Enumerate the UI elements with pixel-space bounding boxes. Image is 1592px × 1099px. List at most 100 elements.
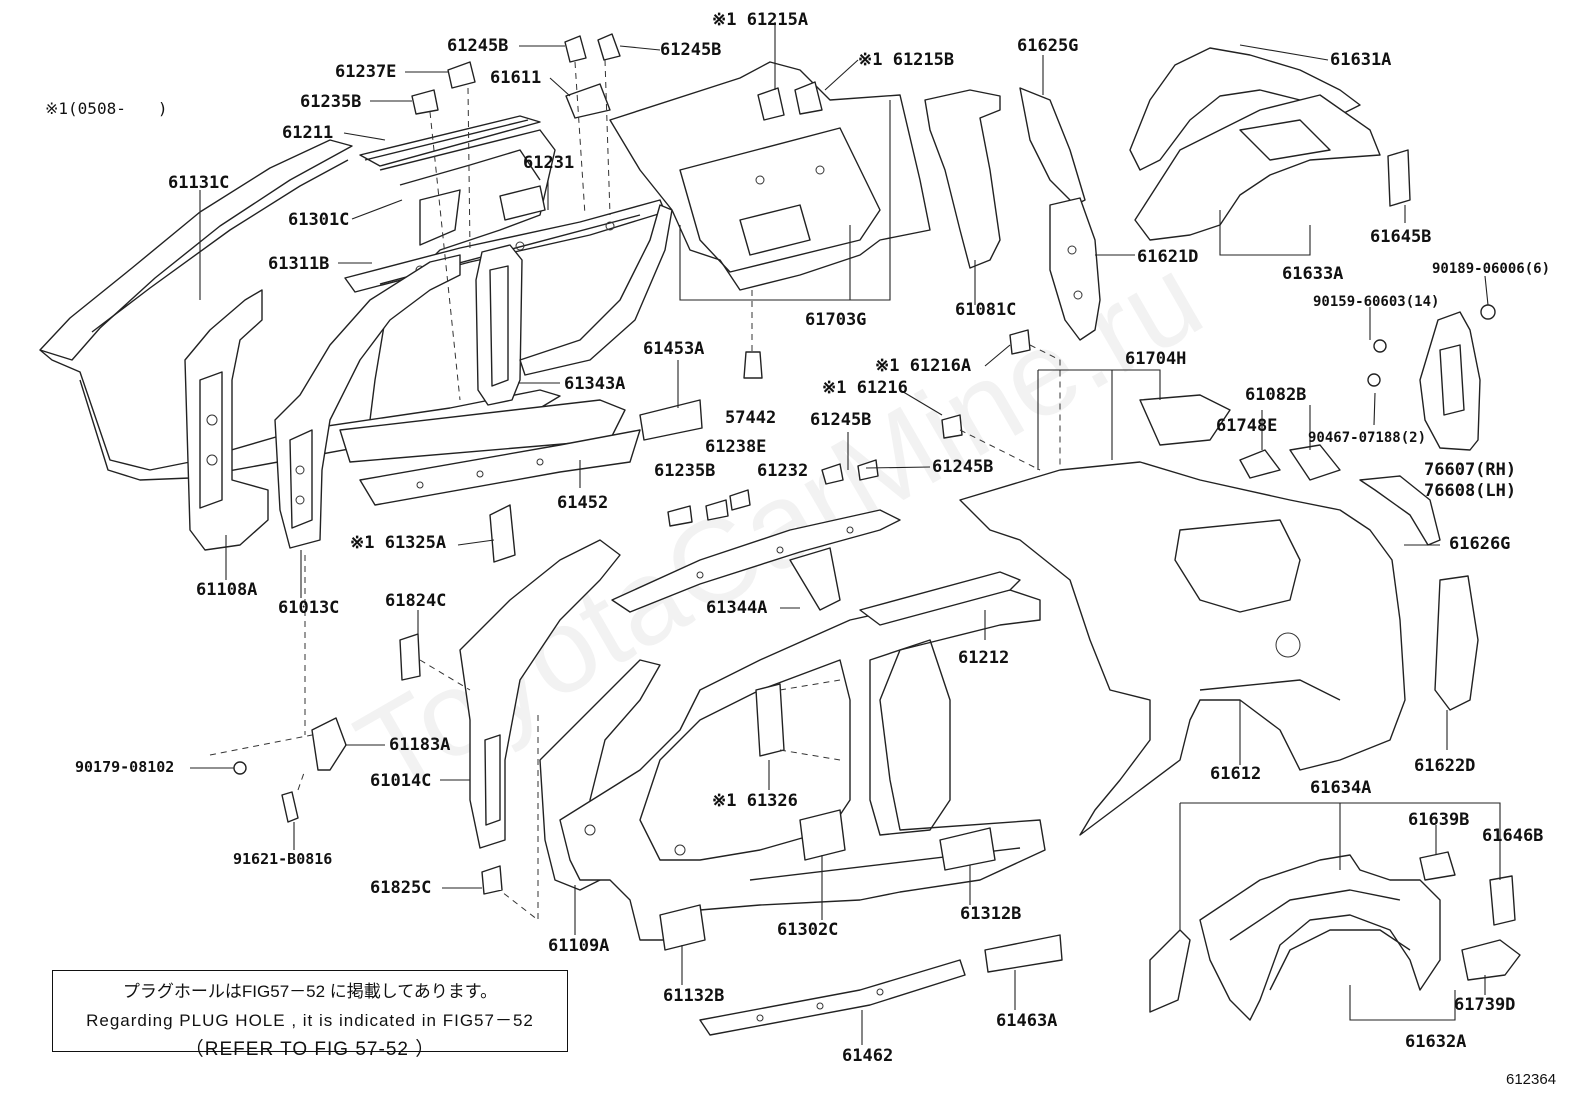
label-61215A: ※1 61215A	[712, 10, 809, 30]
label-61626G: 61626G	[1449, 534, 1511, 554]
clips-61235B-61238E	[667, 489, 751, 527]
label-90189-06006: 90189-06006(6)	[1432, 261, 1551, 277]
clip-61215A	[757, 87, 785, 121]
label-91621-B0816: 91621-B0816	[233, 850, 333, 868]
label-61231: 61231	[523, 153, 575, 173]
part-61739D	[1461, 939, 1521, 981]
part-61183A-bracket	[233, 717, 347, 823]
label-61463A: 61463A	[996, 1011, 1058, 1031]
part-61082B	[1289, 444, 1341, 481]
clip-61245B-a	[564, 35, 587, 63]
part-61014C-front-pillar-lower-inner	[459, 539, 621, 849]
label-61132B: 61132B	[663, 986, 725, 1006]
part-61611-side-outer	[559, 589, 1046, 941]
part-61634A-left-bracket	[1149, 929, 1191, 1013]
label-61326: ※1 61326	[712, 791, 798, 811]
label-61634A: 61634A	[1310, 778, 1372, 798]
label-90179-08102: 90179-08102	[75, 758, 175, 776]
label-61082B: 61082B	[1245, 385, 1307, 405]
part-61645B-bracket	[1387, 149, 1411, 207]
part-mudguard-76607	[1367, 304, 1496, 451]
label-61453A: 61453A	[643, 339, 705, 359]
part-61452-rocker-inner	[339, 399, 641, 506]
label-61639B: 61639B	[1408, 810, 1470, 830]
part-61326-bracket	[755, 683, 785, 757]
part-61302C-pillar	[799, 809, 846, 861]
part-61211-roof-rail	[359, 115, 541, 167]
label-90159-60603: 90159-60603(14)	[1313, 294, 1440, 310]
label-61343A: 61343A	[564, 374, 626, 394]
part-61632A	[1269, 929, 1411, 991]
label-61245B: 61245B	[932, 457, 994, 477]
part-61621D-rear-panel	[1049, 197, 1101, 341]
label-61081C: 61081C	[955, 300, 1017, 320]
label-61824C: 61824C	[385, 591, 447, 611]
label-61245B: 61245B	[447, 36, 509, 56]
label-61183A: 61183A	[389, 735, 451, 755]
label-61013C: 61013C	[278, 598, 340, 618]
part-61131C-roof-side-rail	[39, 139, 561, 481]
label-57442: 57442	[725, 408, 777, 428]
label-61622D: 61622D	[1414, 756, 1476, 776]
label-61109A: 61109A	[548, 936, 610, 956]
label-90467-07188: 90467-07188(2)	[1308, 430, 1427, 446]
label-61131C: 61131C	[168, 173, 230, 193]
part-61013C-front-pillar-upper	[274, 254, 461, 549]
label-61302C: 61302C	[777, 920, 839, 940]
part-61081C-rear-pillar	[924, 89, 1001, 269]
label-61108A: 61108A	[196, 580, 258, 600]
label-61646B: 61646B	[1482, 826, 1544, 846]
part-61633A-wheelhouse-inner	[1134, 94, 1381, 241]
label-61235B: 61235B	[654, 461, 716, 481]
part-61132B	[659, 904, 706, 951]
label-61703G: 61703G	[805, 310, 867, 330]
notice-line-en: Regarding PLUG HOLE , it is indicated in…	[86, 1011, 534, 1030]
part-61626G	[1359, 475, 1441, 546]
part-57442-plug	[743, 351, 763, 379]
label-61301C: 61301C	[288, 210, 350, 230]
part-61639B	[1419, 851, 1456, 881]
label-61325A: ※1 61325A	[350, 533, 447, 553]
figure-id: 612364	[1506, 1071, 1557, 1088]
part-61216-clips	[941, 329, 1031, 439]
part-61625G-pillar-reinforcement	[1019, 87, 1086, 206]
label-61245B: 61245B	[810, 410, 872, 430]
label-61212: 61212	[958, 648, 1010, 668]
label-61235B: 61235B	[300, 92, 362, 112]
label-61216A: ※1 61216A	[875, 356, 972, 376]
part-61634A-wheelhouse	[1199, 854, 1441, 1021]
label-61621D: 61621D	[1137, 247, 1199, 267]
label-61645B: 61645B	[1370, 227, 1432, 247]
label-61452: 61452	[557, 493, 609, 513]
label-61245B: 61245B	[660, 40, 722, 60]
clip-61611	[565, 83, 611, 119]
part-61344A-pillar-inner	[789, 547, 841, 611]
label-61612: 61612	[1210, 764, 1262, 784]
clips-61245B-pair	[821, 459, 879, 485]
label-61625G: 61625G	[1017, 36, 1079, 56]
label-61215B: ※1 61215B	[858, 50, 955, 70]
part-61748E	[1239, 449, 1281, 479]
label-61462: 61462	[842, 1046, 894, 1066]
label-61739D: 61739D	[1454, 995, 1516, 1015]
label-76608: 76608(LH)	[1424, 481, 1517, 501]
dashed-alignment-lines	[209, 59, 1061, 922]
label-61704H: 61704H	[1125, 349, 1187, 369]
part-61453A-rocker-end	[639, 399, 703, 441]
blocks-61824C-61825C	[399, 633, 503, 895]
part-61108A-front-pillar-lower	[184, 289, 269, 551]
part-61704H	[1139, 394, 1231, 446]
label-61237E: 61237E	[335, 62, 397, 82]
leader-lines	[190, 22, 1501, 1045]
label-61216: ※1 61216	[822, 378, 908, 398]
part-61325A-bracket	[489, 504, 516, 563]
part-61343A-center-pillar	[475, 185, 546, 406]
label-61633A: 61633A	[1282, 264, 1344, 284]
label-61611: 61611	[490, 68, 542, 88]
label-61211: 61211	[282, 123, 334, 143]
label-61344A: 61344A	[706, 598, 768, 618]
part-61462-rocker	[699, 959, 966, 1036]
plug-hole-notice: プラグホールはFIG57－52 に掲載してあります。 Regarding PLU…	[52, 970, 568, 1060]
variant-note: ※1(0508- )	[45, 99, 168, 118]
